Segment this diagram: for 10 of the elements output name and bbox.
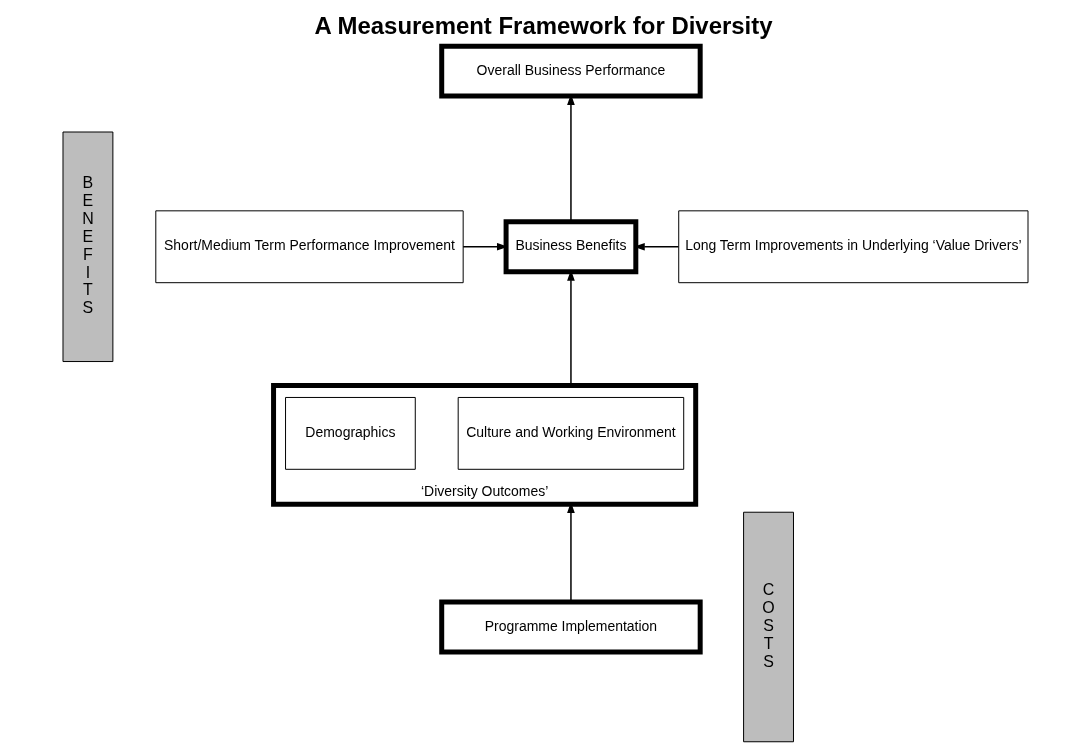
node-box: Long Term Improvements in Underlying ‘Value Drivers’ <box>677 210 1028 284</box>
node-box: Business Benefits <box>503 219 638 275</box>
node-box: C O S T S <box>742 511 794 743</box>
node-box: Overall Business Performance <box>438 43 703 99</box>
node-box: Demographics <box>284 396 416 470</box>
node-box: Culture and Working Environment <box>457 396 684 470</box>
diagram-title: A Measurement Framework for Diversity <box>313 12 773 40</box>
node-box: Programme Implementation <box>438 599 703 655</box>
node-box: Short/Medium Term Performance Improvement <box>154 210 464 284</box>
node-box: B E N E F I T S <box>62 131 113 363</box>
